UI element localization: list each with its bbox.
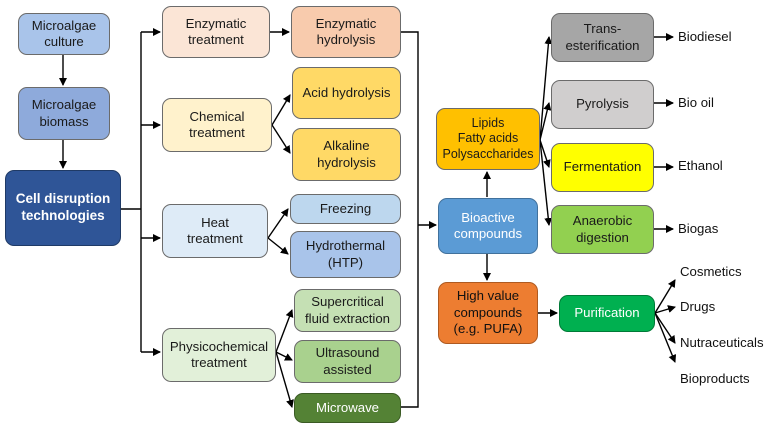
arrow-lipids-anaerobic (539, 139, 553, 226)
transesterification-box: Trans- esterification (551, 13, 654, 62)
enzymatic-treatment-box: Enzymatic treatment (162, 6, 270, 58)
bioactive-compounds-box: Bioactive compounds (438, 198, 538, 254)
supercritical-box: Supercritical fluid extraction (294, 289, 401, 332)
arrow-bioproducts (654, 312, 677, 363)
heat-treatment-box: Heat treatment (162, 204, 268, 258)
heat-treatment-label: Heat treatment (187, 214, 243, 247)
ultrasound-box: Ultrasound assisted (294, 340, 401, 383)
lipids-label: Lipids Fatty acids Polysaccharides (442, 115, 534, 161)
ethanol-label: Ethanol (678, 158, 723, 173)
purification-label: Purification (574, 305, 640, 321)
microalgae-biomass-box: Microalgae biomass (18, 87, 110, 140)
arrow-nutraceuticals (654, 312, 676, 344)
alkaline-hydrolysis-box: Alkaline hydrolysis (292, 128, 401, 181)
arrow-physico-supercritical (275, 309, 294, 353)
arrow-physico-microwave (275, 351, 294, 408)
acid-hydrolysis-label: Acid hydrolysis (302, 84, 391, 100)
lipids-box: Lipids Fatty acids Polysaccharides (436, 108, 540, 170)
enzymatic-treatment-label: Enzymatic treatment (185, 15, 247, 48)
high-value-compounds-label: High value compounds (e.g. PUFA) (453, 288, 523, 337)
biogas-label: Biogas (678, 221, 719, 236)
anaerobic-digestion-box: Anaerobic digestion (551, 205, 654, 254)
microwave-label: Microwave (315, 399, 380, 415)
arrow-heat-hydrothermal (267, 237, 289, 255)
chemical-treatment-label: Chemical treatment (189, 108, 245, 141)
cosmetics-label: Cosmetics (680, 264, 742, 279)
arrow-cosmetics (654, 279, 676, 314)
microwave-box: Microwave (294, 393, 401, 423)
supercritical-label: Supercritical fluid extraction (304, 294, 391, 326)
pyrolysis-label: Pyrolysis (576, 96, 629, 112)
enzymatic-hydrolysis-label: Enzymatic hydrolysis (315, 15, 377, 48)
chemical-treatment-box: Chemical treatment (162, 98, 272, 152)
pyrolysis-box: Pyrolysis (551, 80, 654, 129)
alkaline-hydrolysis-label: Alkaline hydrolysis (317, 138, 376, 170)
ultrasound-label: Ultrasound assisted (315, 345, 380, 377)
arrow-chem-acid (271, 94, 291, 126)
hydrothermal-label: Hydrothermal (HTP) (305, 238, 386, 270)
biodiesel-label: Biodiesel (678, 29, 732, 44)
enzymatic-hydrolysis-box: Enzymatic hydrolysis (291, 6, 401, 58)
microalgae-biomass-label: Microalgae biomass (31, 97, 97, 129)
cell-disruption-box: Cell disruption technologies (5, 170, 121, 246)
bioproducts-label: Bioproducts (680, 371, 750, 386)
fermentation-label: Fermentation (563, 159, 642, 175)
bio-oil-label: Bio oil (678, 95, 714, 110)
physicochemical-treatment-label: Physicochemical treatment (169, 338, 269, 371)
arrow-drugs (654, 305, 676, 314)
arrow-physico-ultrasound (275, 351, 293, 361)
acid-hydrolysis-box: Acid hydrolysis (292, 67, 401, 119)
arrow-lipids-pyrolysis (539, 102, 552, 141)
drugs-label: Drugs (680, 299, 716, 314)
arrow-lipids-fermentation (539, 139, 551, 168)
cell-disruption-label: Cell disruption technologies (15, 191, 111, 223)
hydrothermal-box: Hydrothermal (HTP) (290, 231, 401, 278)
physicochemical-treatment-box: Physicochemical treatment (162, 328, 276, 382)
high-value-compounds-box: High value compounds (e.g. PUFA) (438, 282, 538, 344)
arrow-lipids-trans (539, 36, 553, 141)
freezing-label: Freezing (319, 200, 372, 216)
arrow-chem-alkaline (271, 124, 291, 154)
purification-box: Purification (559, 295, 655, 332)
bioactive-compounds-label: Bioactive compounds (453, 209, 523, 242)
arrow-heat-freezing (267, 208, 289, 239)
transesterification-label: Trans- esterification (565, 21, 640, 53)
fermentation-box: Fermentation (551, 143, 654, 192)
freezing-box: Freezing (290, 194, 401, 224)
microalgae-culture-label: Microalgae culture (31, 17, 97, 50)
microalgae-culture-box: Microalgae culture (18, 13, 110, 55)
bracket-to-bioactive (401, 31, 419, 408)
anaerobic-digestion-label: Anaerobic digestion (572, 213, 633, 245)
nutraceuticals-label: Nutraceuticals (680, 335, 764, 350)
